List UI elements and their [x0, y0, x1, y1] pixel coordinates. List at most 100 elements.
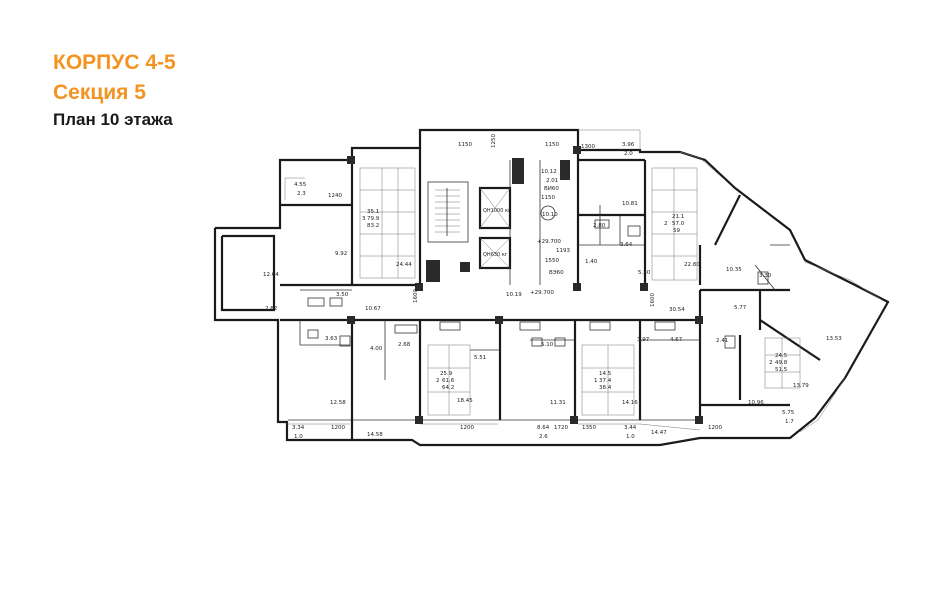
plan-label: 30.54 [669, 307, 685, 313]
plan-label: 1240 [328, 193, 342, 199]
plan-label: 49.8 [775, 360, 788, 366]
level-mark-1: +29.700 [537, 239, 561, 245]
plan-label: 3.44 [624, 425, 637, 431]
elevator2-label: QH630 кг [483, 252, 508, 258]
plan-label: 13.53 [826, 336, 842, 342]
plan-label: 10.19 [506, 292, 522, 298]
plan-label: 38.4 [599, 385, 612, 391]
plan-label: 1720 [554, 425, 568, 431]
plan-label: 83.2 [367, 223, 379, 229]
plan-label: 1200 [460, 425, 474, 431]
title-block: КОРПУС 4-5 Секция 5 План 10 этажа [53, 48, 176, 132]
plan-label: 1.7 [785, 419, 794, 425]
loggias [284, 129, 883, 433]
plan-label: 5.10 [541, 342, 554, 348]
plan-label: 2.01 [546, 178, 558, 184]
floor-plan-title: План 10 этажа [53, 110, 173, 129]
plan-label: 2 [664, 221, 668, 227]
plan-label: 14.47 [651, 430, 667, 436]
plan-label: 24.44 [396, 262, 412, 268]
plan-label: 10.67 [365, 306, 381, 312]
plan-label: 1600 [413, 289, 419, 303]
plan-label: 1150 [458, 142, 472, 148]
plan-label: 22.80 [684, 262, 700, 268]
plan-label: 1200 [708, 425, 722, 431]
elevator1-label: QH1000 кг [483, 208, 511, 214]
plan-label: 12.58 [330, 400, 346, 406]
plan-label: 5.77 [734, 305, 747, 311]
plan-label: 14.5 [599, 371, 612, 377]
floor-hatching [359, 167, 801, 416]
plan-label: 12.64 [263, 272, 279, 278]
plan-label: 4.00 [370, 346, 383, 352]
elevator-shafts [478, 158, 570, 270]
core-labels: QH1000 кг QH630 кг +29.700 +29.700 ВИ60 … [483, 186, 564, 296]
plan-label: 21.1 [672, 214, 684, 220]
plan-label: 1600 [650, 293, 656, 307]
plan-label: 3.50 [336, 292, 349, 298]
plan-label: 1 [594, 378, 598, 384]
plan-label: 2 [436, 378, 440, 384]
plan-label: 10.96 [748, 400, 764, 406]
plan-label: 14.16 [622, 400, 638, 406]
plan-label: 37.4 [599, 378, 612, 384]
level-mark-2: +29.700 [530, 290, 554, 296]
plan-label: 1.0 [294, 434, 303, 440]
plan-label: 2.41 [716, 338, 728, 344]
plan-label: 3.64 [620, 242, 633, 248]
plan-label: 4.67 [670, 337, 683, 343]
plan-label: 61.6 [442, 378, 455, 384]
plan-label: 14.58 [367, 432, 383, 438]
fixtures [307, 219, 769, 349]
plan-label: 5.30 [638, 270, 651, 276]
interior-walls [280, 148, 821, 440]
plan-label: 2.62 [265, 306, 277, 312]
plan-label: 3.96 [622, 142, 635, 148]
plan-label: 1.40 [585, 259, 598, 265]
code-label-1: ВИ60 [544, 186, 559, 192]
plan-label: 13.79 [793, 383, 809, 389]
plan-label: 1150 [541, 195, 555, 201]
plan-label: 1193 [556, 248, 570, 254]
columns [347, 146, 703, 424]
plan-label: 2 [769, 360, 773, 366]
plan-label: 1.0 [626, 434, 635, 440]
code-label-2: ВЭ60 [549, 270, 564, 276]
plan-label: 2.68 [398, 342, 411, 348]
area-labels: 1150 1250 1150 1300 3.96 2.0 4.55 2.3 12… [263, 134, 842, 440]
plan-label: 4.55 [294, 182, 307, 188]
plan-label: 35.1 [367, 209, 379, 215]
plan-label: 79.9 [367, 216, 380, 222]
plan-label: 64.2 [442, 385, 454, 391]
plan-label: 8.64 [537, 425, 550, 431]
plan-label: 3.63 [325, 336, 338, 342]
plan-label: 5.51 [474, 355, 486, 361]
plan-label: 11.31 [550, 400, 566, 406]
outer-walls [213, 128, 890, 447]
plan-label: 10.81 [622, 201, 638, 207]
staircase [426, 181, 470, 282]
plan-label: 25.9 [440, 371, 453, 377]
plan-label: 24.5 [775, 353, 788, 359]
plan-label: 1150 [545, 142, 559, 148]
plan-label: 2.3 [297, 191, 306, 197]
plan-label: 2.6 [539, 434, 548, 440]
plan-label: 5.75 [782, 410, 795, 416]
building-title: КОРПУС 4-5 [53, 51, 176, 74]
plan-label: 1350 [582, 425, 596, 431]
plan-label: 1200 [331, 425, 345, 431]
plan-label: 2.80 [593, 223, 606, 229]
plan-label: 3.30 [759, 273, 772, 279]
plan-label: 18.45 [457, 398, 473, 404]
plan-label: 3.97 [637, 337, 650, 343]
plan-label: 3 [362, 216, 366, 222]
plan-label: 2.0 [624, 151, 633, 157]
plan-label: 3.34 [292, 425, 305, 431]
plan-label: 10.10 [542, 212, 558, 218]
plan-label: 1550 [545, 258, 559, 264]
plan-label: 57.0 [672, 221, 685, 227]
section-title: Секция 5 [53, 81, 146, 104]
plan-label: 9.92 [335, 251, 347, 257]
plan-label: 10.35 [726, 267, 742, 273]
